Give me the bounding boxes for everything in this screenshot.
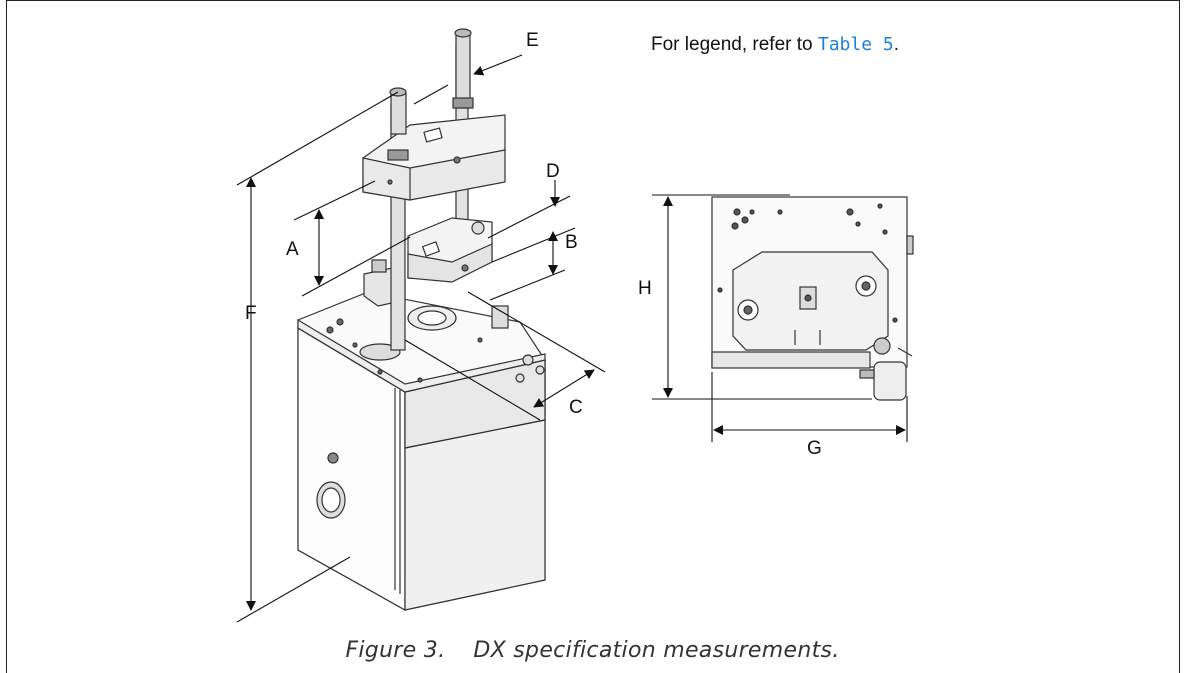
dimension-lines-top <box>652 194 908 442</box>
legend-prefix: For legend, refer to <box>651 34 818 55</box>
table-link[interactable]: Table 5 <box>817 34 894 55</box>
dim-label-d: D <box>546 161 560 182</box>
legend-note: For legend, refer to Table 5. <box>651 34 899 56</box>
instrument-top-view <box>711 196 914 401</box>
dim-label-b: B <box>565 232 578 253</box>
dim-label-a: A <box>286 239 299 260</box>
caption-number: Figure 3. <box>345 638 446 663</box>
caption-text: DX specification measurements. <box>473 638 840 663</box>
dim-label-e: E <box>526 30 539 51</box>
dimension-lines-iso <box>236 54 606 623</box>
figure-frame <box>6 0 1180 673</box>
dim-label-h: H <box>638 278 652 299</box>
dim-label-g: G <box>807 438 822 459</box>
instrument-isometric <box>297 28 546 612</box>
legend-suffix: . <box>893 34 900 55</box>
dim-label-f: F <box>245 303 257 324</box>
dim-label-c: C <box>569 397 583 418</box>
figure-caption: Figure 3. DX specification measurements. <box>0 638 1185 663</box>
